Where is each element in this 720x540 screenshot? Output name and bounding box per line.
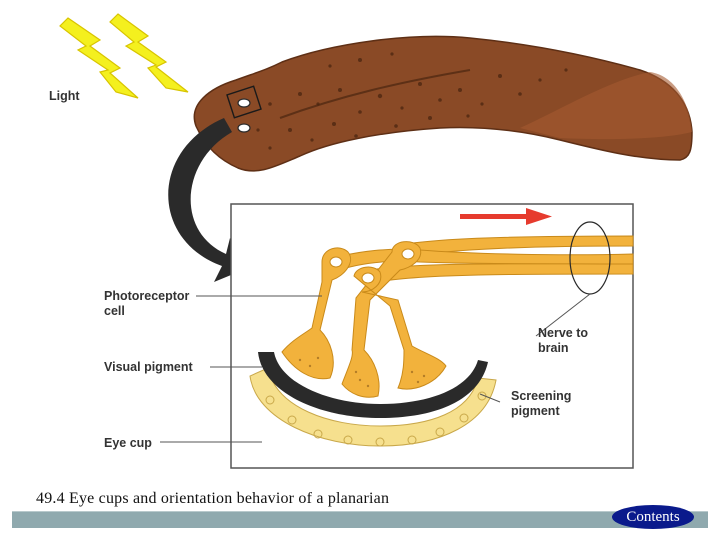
footer-bar [12, 511, 708, 528]
planarian-body [194, 36, 692, 170]
label-photoreceptor-cell: Photoreceptor cell [104, 289, 189, 319]
light-bolt-icon [60, 14, 188, 98]
label-eye-cup: Eye cup [104, 436, 152, 451]
label-nerve-to-brain: Nerve to brain [538, 326, 588, 356]
label-light: Light [49, 89, 80, 104]
figure-caption: 49.4 Eye cups and orientation behavior o… [36, 490, 389, 508]
label-visual-pigment: Visual pigment [104, 360, 193, 375]
contents-button[interactable]: Contents [612, 505, 694, 529]
label-screening-pigment: Screening pigment [511, 389, 571, 419]
